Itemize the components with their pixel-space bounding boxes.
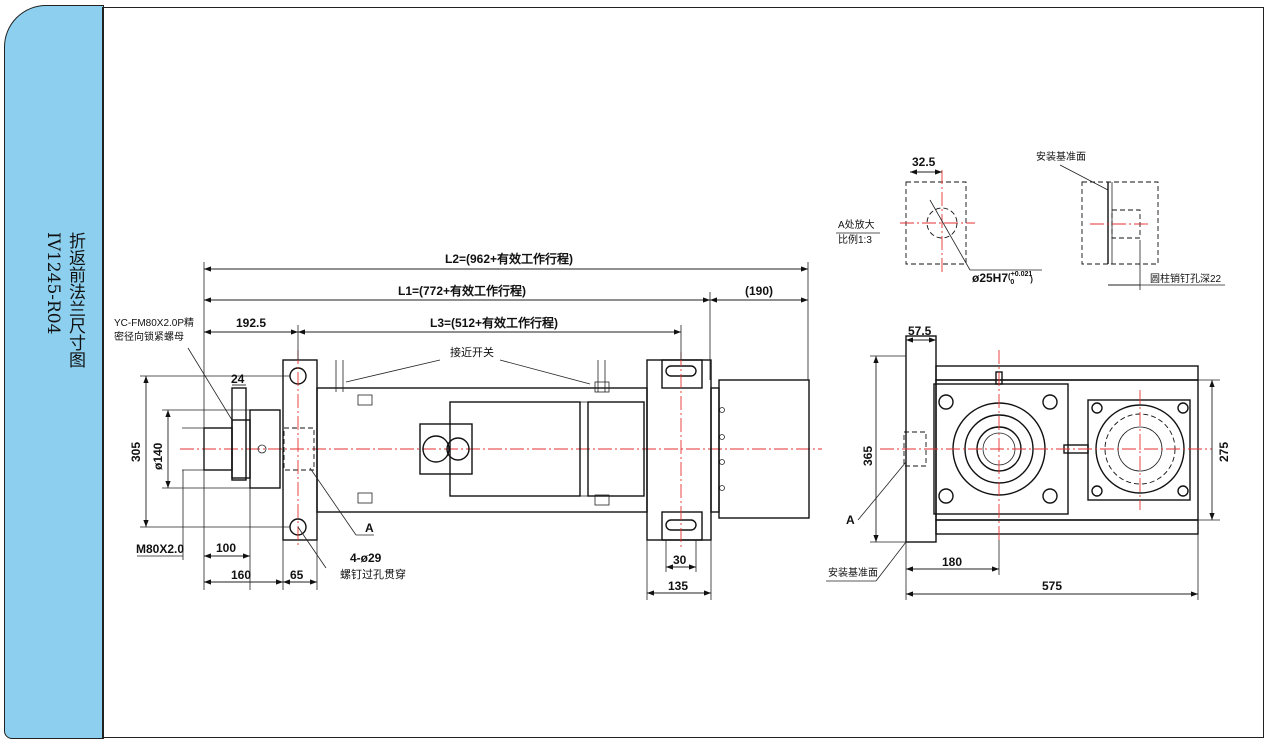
dim-275: 275	[1217, 442, 1231, 462]
dim-dia-140: ø140	[151, 442, 165, 470]
dim-57-5: 57.5	[908, 324, 932, 338]
dim-192-5: 192.5	[236, 316, 266, 330]
label-a-front: A	[365, 521, 374, 535]
dim-365: 365	[861, 446, 875, 466]
front-view	[137, 262, 822, 600]
dim-l1: L1=(772+有效工作行程)	[398, 283, 526, 298]
label-a-end: A	[846, 513, 855, 527]
dim-190: (190)	[745, 284, 773, 298]
dim-m80: M80X2.0	[136, 542, 184, 556]
dim-32-5: 32.5	[912, 155, 936, 169]
drawing-number: IV1245-R04	[43, 232, 63, 335]
drawing-title-cn: 折返前法兰尺寸图	[65, 232, 85, 368]
holes-through-note: 螺钉过孔贯穿	[340, 567, 406, 581]
drawing-title: 折返前法兰尺寸图 IV1245-R04	[26, 232, 86, 432]
nut-note-line2: 密径向锁紧螺母	[114, 330, 184, 343]
detail-scale: 比例1:3	[838, 233, 872, 246]
holes-note: 4-ø29	[350, 551, 382, 565]
mount-ref-view	[1059, 164, 1225, 290]
dim-65: 65	[290, 568, 304, 582]
detail-a-view	[836, 169, 1042, 275]
dim-575: 575	[1042, 579, 1062, 593]
dim-180: 180	[942, 555, 962, 569]
proximity-switch-note: 接近开关	[450, 345, 494, 359]
dim-24: 24	[231, 372, 245, 386]
nut-note-line1: YC-FM80X2.0P精	[114, 316, 194, 329]
dim-305: 305	[129, 442, 143, 462]
mount-ref-label-bottom: 安装基准面	[828, 566, 878, 579]
dim-160: 160	[231, 568, 251, 582]
dim-100: 100	[216, 541, 236, 555]
dim-l3: L3=(512+有效工作行程)	[430, 315, 558, 330]
dim-30: 30	[673, 553, 687, 567]
mount-ref-label-top: 安装基准面	[1036, 150, 1086, 163]
detail-a-label: A处放大	[838, 218, 875, 231]
dim-135: 135	[668, 579, 688, 593]
end-view	[826, 335, 1220, 600]
dim-l2: L2=(962+有效工作行程)	[445, 251, 573, 266]
drawing-frame	[102, 7, 1264, 738]
cyl-pin-note: 圆柱销钉孔深22	[1150, 272, 1222, 285]
title-sidebar	[4, 5, 104, 739]
